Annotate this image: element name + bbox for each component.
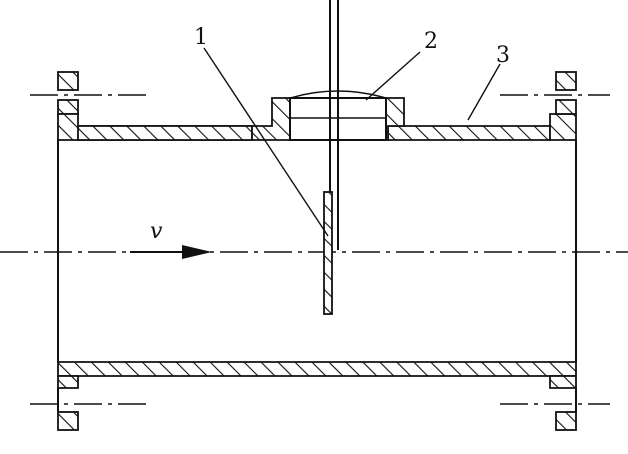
label-pipe: 3 (496, 43, 510, 68)
label-holder: 2 (424, 29, 438, 54)
leader-1 (203, 47, 329, 237)
leader-2 (365, 51, 421, 101)
leader-3 (467, 63, 501, 121)
left-bottom-flange (57, 375, 79, 389)
holder-left-wall (251, 97, 291, 141)
right-top-flange (549, 113, 577, 141)
top-pipe-wall-right (387, 125, 551, 141)
top-pipe-wall (77, 125, 253, 141)
bottom-pipe-wall (57, 361, 577, 377)
right-top-flange-bolt (555, 71, 577, 91)
flow-arrow-head (182, 245, 212, 259)
label-flow-velocity: v (150, 219, 163, 244)
right-bottom-flange-bolt (555, 411, 577, 431)
right-top-flange-bolt-lower (555, 99, 577, 115)
left-top-flange-bolt-lower (57, 99, 79, 115)
orifice-plate (323, 191, 333, 315)
right-bottom-flange (549, 375, 577, 389)
label-plate: 1 (194, 25, 208, 50)
left-top-flange-bolt (57, 71, 79, 91)
left-bottom-flange-bolt (57, 411, 79, 431)
